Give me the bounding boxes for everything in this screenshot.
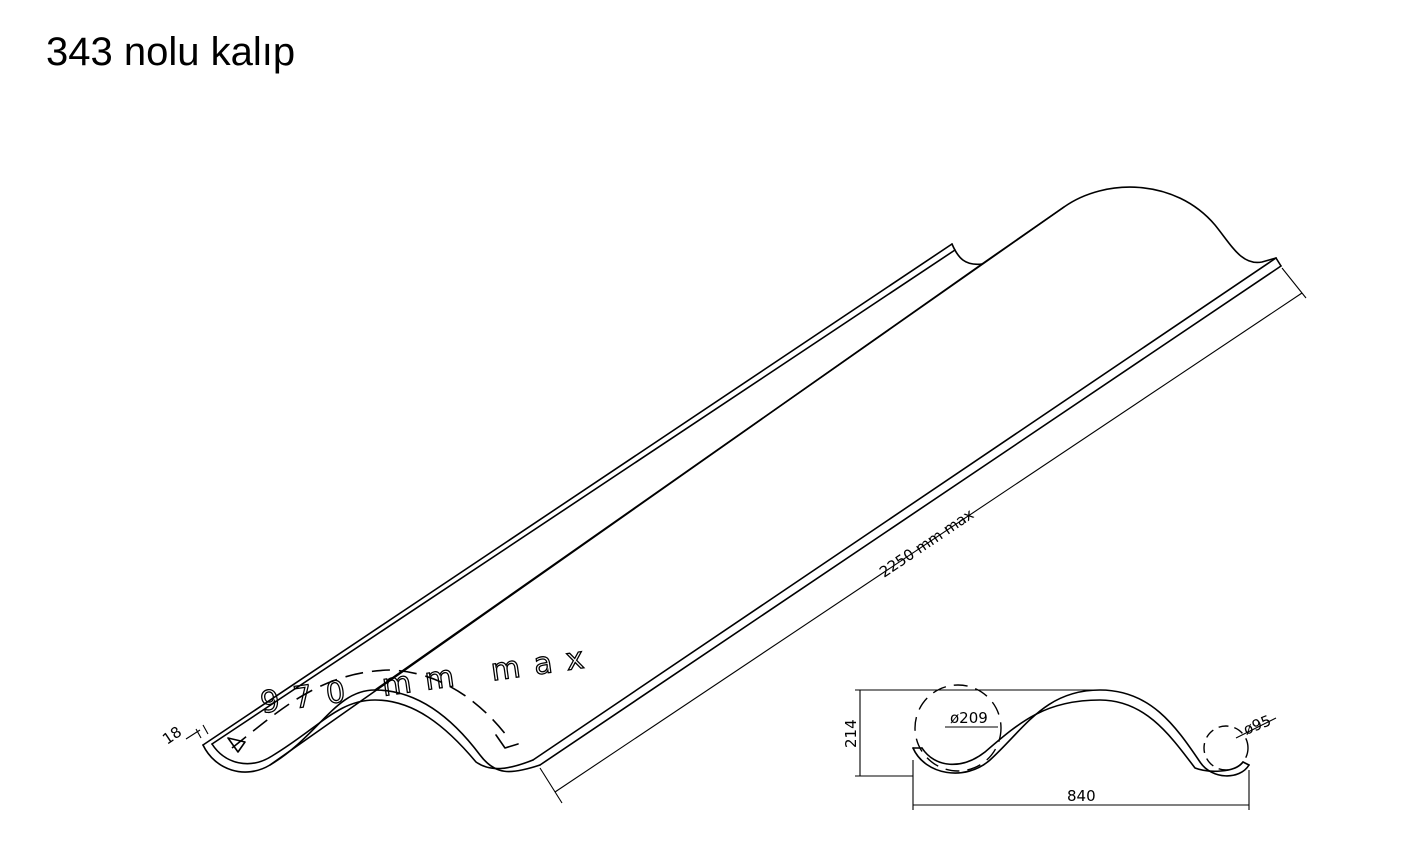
tile-back-profile-arch: [981, 186, 1277, 265]
tile-middle-line: [269, 263, 983, 766]
page-title: 343 nolu kalıp: [46, 30, 296, 74]
small-diameter-label: ø95: [1241, 711, 1274, 738]
small-diameter-leader: [1235, 717, 1277, 739]
large-diameter-label: ø209: [950, 709, 988, 727]
tile-right-edge-outer: [539, 265, 1282, 766]
length-ext-line-back: [1281, 267, 1307, 299]
width-dim-arc: [231, 669, 511, 749]
section-end-right: [1242, 761, 1250, 766]
length-max-label: 2250 mm max: [876, 505, 977, 581]
tile-back-profile-left: [951, 243, 983, 266]
thickness-label: 18: [159, 723, 185, 749]
tile-front-profile-inner: [211, 699, 534, 770]
thickness-tick: [202, 724, 209, 735]
thickness-leader: [185, 729, 201, 740]
section-profile-inner: [921, 699, 1244, 772]
width-dim-arrow-right: [495, 734, 519, 749]
length-dim-line: [554, 292, 1303, 793]
tile-back-lip: [1275, 257, 1282, 267]
tile-right-edge-inner: [532, 257, 1277, 761]
small-diameter-circle: [1203, 725, 1249, 771]
cross-section: ø209 ø95 214 840: [842, 684, 1277, 810]
large-diameter-circle: [914, 684, 1002, 772]
height-label: 214: [842, 719, 860, 748]
thickness-tick: [195, 728, 202, 739]
tile-isometric: 18 970 mm max 2250 mm max: [159, 186, 1307, 804]
length-ext-line-front: [539, 767, 563, 804]
width-dim-arrow-left: [227, 737, 246, 753]
span-label: 840: [1067, 787, 1096, 805]
tile-left-edge: [202, 243, 953, 746]
tile-left-edge-inner: [211, 249, 956, 745]
